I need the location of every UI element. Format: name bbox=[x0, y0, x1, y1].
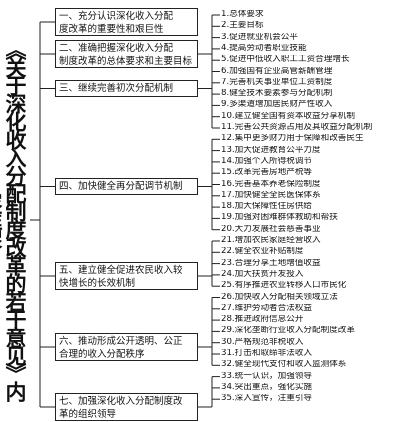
item-14: 14.加强个人所得税调节 bbox=[221, 156, 313, 166]
section-box-5: 五、建立健全促进农民收入较快增长的长效机制 bbox=[55, 262, 198, 290]
section-title-line2: 快增长的长效机制 bbox=[59, 278, 136, 289]
section-box-1: 一、充分认识深化收入分配度改革的重要性和艰巨性 bbox=[55, 8, 198, 36]
section-title-line1: 六、推动形成公开透明、公正 bbox=[59, 336, 183, 347]
item-31: 31.打击和取缔非法收入 bbox=[221, 349, 313, 358]
item-29: 29.深化垄断行业收入分配制度改革 bbox=[221, 326, 355, 336]
section-title-line1: 五、建立健全促进农民收入较 bbox=[59, 265, 183, 276]
item-27: 27.维护劳动者合法权益 bbox=[221, 303, 313, 313]
item-7: 7.完善机关事业单位工资制度 bbox=[221, 77, 333, 87]
item-24: 24.加大扶贫开发投入 bbox=[221, 269, 304, 279]
item-30: 30.严格规范非税收入 bbox=[221, 337, 304, 347]
item-17: 17.加快健全全民医保体系 bbox=[221, 190, 321, 200]
item-21: 21.增加农民家庭经营收入 bbox=[221, 236, 321, 245]
item-1: 1.总体要求 bbox=[221, 10, 264, 19]
item-15: 15.改革完善房地产税等 bbox=[221, 168, 313, 178]
item-3: 3.促进就业机会公平 bbox=[221, 32, 298, 42]
section-box-7: 七、加强深化收入分配制度改革的组织领导 bbox=[55, 393, 198, 421]
item-20: 20.大力发展社会慈善事业 bbox=[221, 224, 321, 234]
section-title-line2: 革的组织领导 bbox=[59, 409, 117, 420]
item-32: 32.健全现代支付和收入监测体系 bbox=[221, 360, 347, 370]
section-box-6: 六、推动形成公开透明、公正合理的收入分配秩序 bbox=[55, 333, 198, 361]
section-title-line1: 七、加强深化收入分配制度改 bbox=[59, 396, 183, 407]
item-8: 8.健全技术要素参与分配机制 bbox=[221, 89, 333, 99]
section-title-line1: 一、充分认识深化收入分配 bbox=[59, 11, 174, 22]
item-10: 10.建立健全国有资本收益分享机制 bbox=[221, 111, 355, 121]
section-box-3: 三、继续完善初次分配机制 bbox=[55, 80, 198, 97]
item-9: 9.多渠道增加居民财产性收入 bbox=[221, 100, 333, 110]
section-title-line2: 制度改革的总体要求和主要目标 bbox=[59, 56, 193, 67]
section-title-line1: 二、准确把握深化收入分配 bbox=[59, 43, 174, 54]
item-16: 16.完善基本养老保险制度 bbox=[221, 179, 321, 189]
item-35: 35.深入宣传，注重引导 bbox=[221, 394, 313, 404]
item-19: 19.加强对困难群体救助和帮扶 bbox=[221, 213, 338, 223]
item-26: 26.加快收入分配相关领域立法 bbox=[221, 292, 338, 302]
item-22: 22.健全农业补贴制度 bbox=[221, 247, 304, 257]
item-2: 2.主要目标 bbox=[221, 21, 264, 31]
item-28: 28.推进政府信息公开 bbox=[221, 315, 304, 325]
item-23: 23.合理分享土地增值收益 bbox=[221, 258, 321, 268]
item-25: 25.有序推进农业转移人口市民化 bbox=[221, 281, 347, 291]
item-12: 12.集中更多财力用于保障和改善民生 bbox=[221, 134, 364, 144]
diagram-title: 《关于深化收入分配制度改革的若干意见》内容框架 bbox=[0, 39, 27, 399]
item-18: 18.加大保障性住房供给 bbox=[221, 202, 313, 212]
section-box-2: 二、准确把握深化收入分配制度改革的总体要求和主要目标 bbox=[55, 40, 198, 68]
section-title-line1: 四、加快健全再分配调节机制 bbox=[59, 181, 183, 192]
section-title-line1: 三、继续完善初次分配机制 bbox=[59, 83, 174, 94]
section-title-line2: 合理的收入分配秩序 bbox=[59, 349, 145, 360]
item-33: 33.统一认识，加强领导 bbox=[221, 371, 313, 381]
item-6: 6.加强国有企业高管薪酬管理 bbox=[221, 66, 333, 76]
section-box-4: 四、加快健全再分配调节机制 bbox=[55, 178, 198, 195]
item-5: 5.促进中低收入职工工资合理增长 bbox=[221, 55, 350, 65]
item-13: 13.加大促进教育公平力度 bbox=[221, 145, 321, 155]
item-4: 4.提高劳动者职业技能 bbox=[221, 43, 307, 53]
section-title-line2: 度改革的重要性和艰巨性 bbox=[59, 24, 164, 35]
item-34: 34.突出重点，强化实施 bbox=[221, 382, 313, 392]
item-11: 11.完善公共资源占用及其收益分配机制 bbox=[221, 123, 373, 132]
